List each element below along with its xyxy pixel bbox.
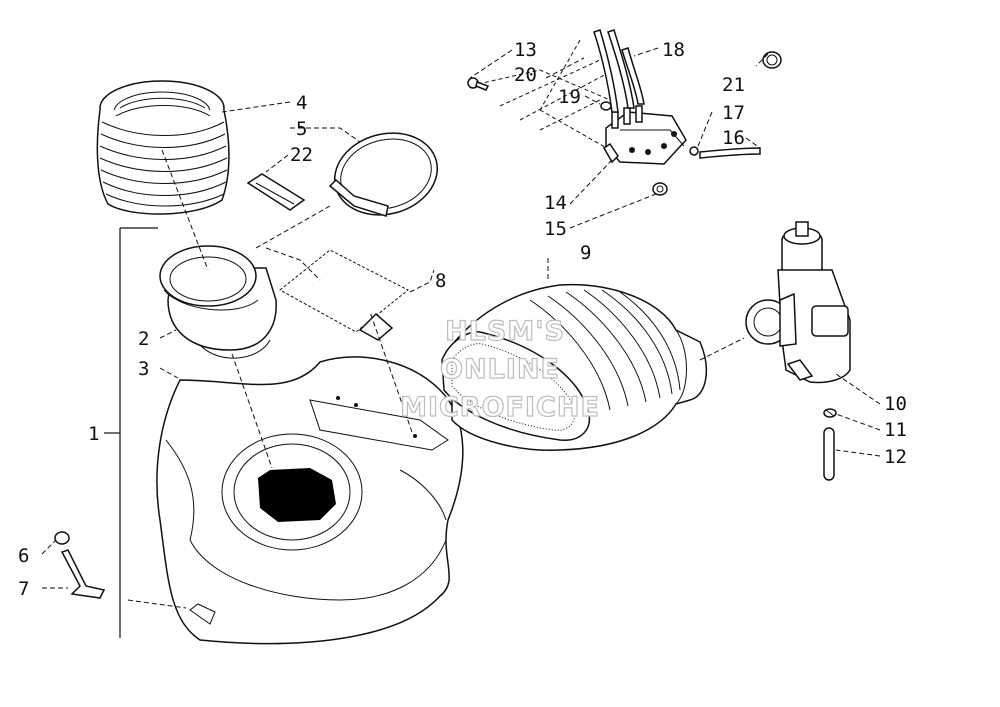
vent-hose — [823, 427, 835, 481]
air-silencer-box — [156, 356, 464, 645]
callout-labels: 1 2 3 4 5 6 7 8 9 10 11 12 13 14 15 16 1… — [18, 39, 907, 600]
callout-12: 12 — [884, 446, 907, 468]
callout-15: 15 — [544, 218, 567, 240]
callout-17: 17 — [722, 102, 745, 124]
callout-22: 22 — [290, 144, 313, 166]
callout-16: 16 — [722, 127, 745, 149]
callout-9: 9 — [580, 242, 591, 264]
bellows-boot — [96, 80, 230, 215]
watermark: HLSM'S ONLINE MICROFICHE — [399, 315, 600, 423]
carburetor — [745, 221, 851, 384]
callout-5: 5 — [296, 118, 307, 140]
callout-19: 19 — [558, 86, 581, 108]
callout-4: 4 — [296, 92, 307, 114]
watermark-line-2: ONLINE — [440, 354, 560, 385]
callout-10: 10 — [884, 393, 907, 415]
bracket-clip — [60, 549, 106, 599]
callout-11: 11 — [884, 419, 907, 441]
callout-3: 3 — [138, 358, 149, 380]
hose-clamp — [328, 132, 439, 217]
callout-6: 6 — [18, 545, 29, 567]
callout-13: 13 — [514, 39, 537, 61]
callout-18: 18 — [662, 39, 685, 61]
fuel-pump-assembly — [467, 29, 782, 196]
fuel-line-clip — [823, 408, 837, 418]
mounting-plate — [279, 249, 409, 341]
intake-adapter — [159, 245, 277, 359]
callout-2: 2 — [138, 328, 149, 350]
callout-14: 14 — [544, 192, 567, 214]
callout-7: 7 — [18, 578, 29, 600]
callout-1: 1 — [88, 423, 99, 445]
callout-21: 21 — [722, 74, 745, 96]
filter-plate — [246, 173, 306, 211]
callout-20: 20 — [514, 64, 537, 86]
grommet — [54, 531, 70, 545]
watermark-line-1: HLSM'S — [445, 316, 565, 347]
intake-silencer — [441, 283, 708, 451]
leader-lines — [41, 47, 881, 609]
watermark-line-3: MICROFICHE — [400, 392, 600, 423]
assembly-bracket — [104, 227, 158, 638]
callout-8: 8 — [435, 270, 446, 292]
